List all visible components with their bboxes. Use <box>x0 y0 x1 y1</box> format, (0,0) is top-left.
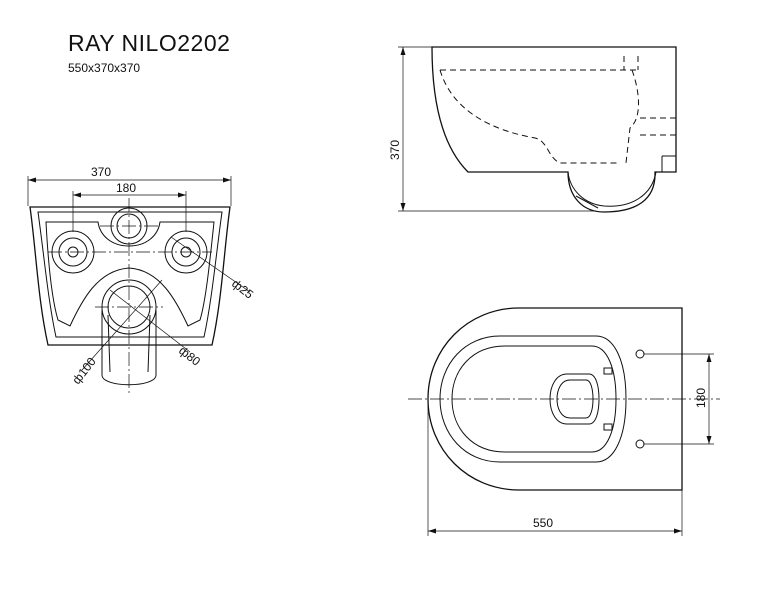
front-view: 370 180 ф25 <box>27 165 256 394</box>
side-view: 370 <box>388 46 677 213</box>
outlet-diameter-label: ф100 <box>69 354 99 386</box>
product-dimensions: 550x370x370 <box>68 61 141 75</box>
product-title: RAY NILO2202 <box>68 30 231 56</box>
side-height-label: 370 <box>388 140 402 160</box>
front-width-label: 370 <box>91 165 111 179</box>
inlet-diameter-label: ф80 <box>176 343 203 369</box>
front-spacing-label: 180 <box>116 181 136 195</box>
top-length-label: 550 <box>533 516 553 530</box>
top-view: 180 550 <box>408 307 720 536</box>
top-spacing-label: 180 <box>694 388 708 408</box>
